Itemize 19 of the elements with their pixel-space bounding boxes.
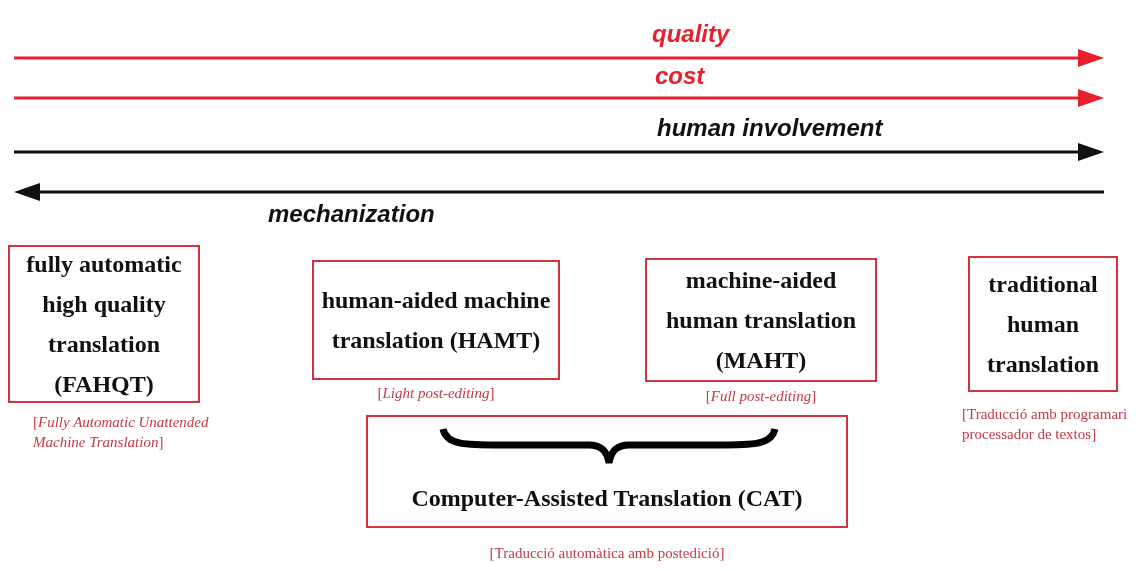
caption-text: [Full post-editing] (704, 387, 818, 406)
axis-label: cost (655, 62, 705, 90)
term-box (645, 258, 877, 382)
term-box (312, 260, 560, 380)
caption-text: [Fully Automatic Unattended Machine Translation] (33, 413, 210, 452)
term-box (366, 415, 848, 528)
axis-label: mechanization (268, 200, 435, 228)
term-text: fully automatic high quality translation (FAHQT) (25, 250, 183, 399)
term-box (8, 245, 200, 403)
term-box (968, 256, 1118, 392)
axis-label: quality (652, 20, 730, 48)
caption-text: [Light post-editing] (376, 384, 496, 403)
term-text: Computer-Assisted Translation (CAT) (411, 484, 803, 513)
caption-text: [Traducció amb programari processador de textos] (962, 405, 1129, 444)
axis-label: human involvement (657, 114, 883, 142)
term-text: human-aided machine translation (HAMT) (320, 286, 552, 355)
term-text: traditional human translation (986, 270, 1100, 379)
term-text: machine-aided human translation (MAHT) (664, 266, 857, 375)
caption-text: [Traducció automàtica amb postedició] (488, 544, 726, 563)
